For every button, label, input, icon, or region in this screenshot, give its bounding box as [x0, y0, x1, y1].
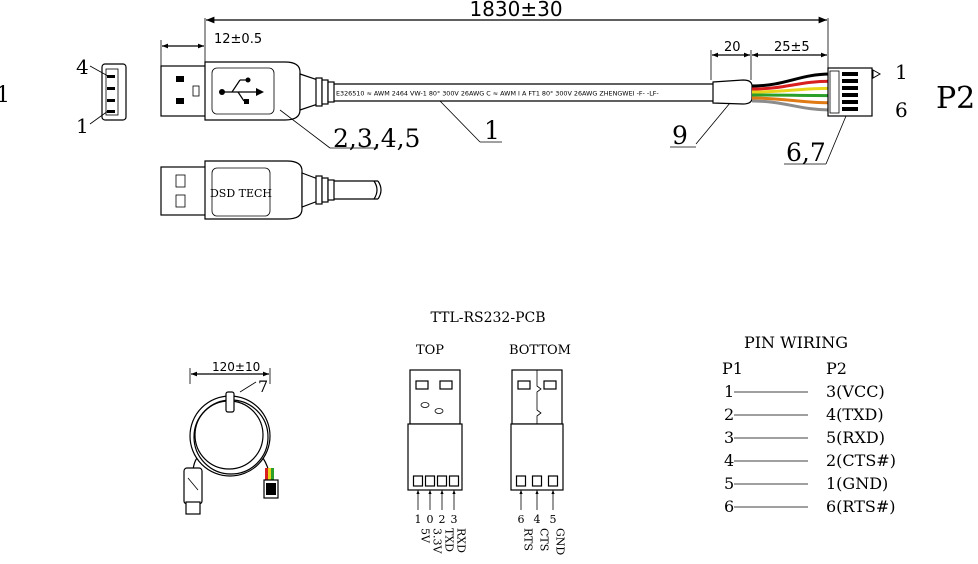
brand-label: DSD TECH — [210, 187, 272, 200]
wiring-p2-pin: 4(TXD) — [826, 405, 884, 424]
cable-coil: 120±10 7 — [183, 360, 279, 515]
p1-end-view: 4 1 — [76, 55, 127, 138]
wiring-p1-pin: 4 — [724, 451, 734, 470]
pcb-bottom-view — [510, 369, 564, 510]
header-pin — [842, 100, 858, 104]
wire-2 — [751, 79, 831, 91]
wiring-row: 3 5(RXD) — [724, 428, 885, 447]
header-pin — [842, 72, 858, 76]
wire-3 — [751, 86, 831, 94]
svg-text:2,3,4,5: 2,3,4,5 — [333, 124, 420, 153]
top-pin-number: 3 — [451, 513, 458, 526]
top-pin-name: TXD — [443, 528, 456, 552]
wiring-p2-pin: 3(VCC) — [826, 382, 885, 401]
top-pad — [412, 475, 424, 487]
top-pin-name: RXD — [455, 528, 468, 553]
wiring-col-p2: P2 — [826, 359, 847, 378]
jacket-print: E326510 ≈ AWM 2464 VW-1 80° 300V 26AWG C… — [336, 90, 659, 98]
callout-plug: 2,3,4,5 — [279, 109, 420, 153]
cable-jacket: E326510 ≈ AWM 2464 VW-1 80° 300V 26AWG C… — [334, 83, 716, 102]
coil-diameter-label: 120±10 — [212, 360, 260, 374]
wiring-p1-pin: 6 — [724, 497, 734, 516]
pcb-top-label: TOP — [416, 343, 444, 358]
header-pin — [842, 107, 858, 111]
top-pad — [436, 475, 448, 487]
wiring-p1-pin: 3 — [724, 428, 734, 447]
wire-4 — [751, 93, 831, 98]
wiring-p1-pin: 5 — [724, 474, 734, 493]
bottom-pad — [515, 475, 527, 487]
top-pin-name: 3.3V — [431, 528, 444, 554]
coil-callout: 7 — [258, 377, 268, 396]
bottom-pin-number: 5 — [550, 513, 557, 526]
bottom-pin-name: GND — [554, 528, 567, 555]
wiring-title: PIN WIRING — [744, 333, 848, 352]
wire-6 — [751, 99, 831, 112]
wiring-p1-pin: 1 — [724, 382, 734, 401]
callout-sleeve: 9 — [670, 102, 731, 150]
wire-bundle — [751, 72, 831, 112]
header-pin — [842, 93, 858, 97]
overall-length-label: 1830±30 — [469, 0, 562, 21]
top-pin-number: 1 — [415, 513, 422, 526]
usb-plug-brand-side: DSD TECH — [160, 160, 382, 220]
svg-text:1: 1 — [484, 116, 500, 145]
svg-text:6,7: 6,7 — [786, 138, 826, 167]
wiring-row: 2 4(TXD) — [724, 405, 884, 424]
wire-5 — [751, 96, 831, 105]
pin-wiring-table: PIN WIRING P1 P2 1 3(VCC) 2 4(TXD) 3 5(RXD) 4 2… — [722, 333, 896, 516]
wiring-p2-pin: 2(CTS#) — [826, 451, 896, 470]
top-pin-name: 5V — [419, 528, 432, 544]
wiring-p2-pin: 6(RTS#) — [826, 497, 895, 516]
wiring-p2-pin: 1(GND) — [826, 474, 888, 493]
wiring-p2-pin: 5(RXD) — [826, 428, 885, 447]
bottom-pin-number: 4 — [534, 513, 541, 526]
callout-jacket: 1 — [439, 100, 502, 145]
bottom-pin-name: RTS — [522, 528, 535, 551]
pcb-bottom-label: BOTTOM — [509, 343, 571, 358]
bottom-pin-number: 6 — [518, 513, 525, 526]
strip-length-label: 20 — [724, 40, 741, 55]
bottom-pin-name: CTS — [538, 528, 551, 551]
cable-end-sleeve: 20 25±5 — [710, 40, 827, 105]
wiring-row: 1 3(VCC) — [724, 382, 885, 401]
top-pad — [424, 475, 436, 487]
bottom-pad — [547, 475, 559, 487]
wiring-p1-pin: 2 — [724, 405, 734, 424]
header-pin — [842, 86, 858, 90]
pcb-title: TTL-RS232-PCB — [431, 310, 546, 326]
wiring-col-p1: P1 — [722, 359, 743, 378]
p2-header-connector: 1 6 P2 — [827, 60, 975, 122]
usb-symbol-icon — [219, 77, 264, 104]
bottom-pad — [531, 475, 543, 487]
p2-pin-bottom: 6 — [895, 98, 908, 122]
pcb-top-view — [407, 369, 463, 510]
p1-pin-bottom: 1 — [76, 114, 89, 138]
p1-label-partial: 1 — [0, 83, 10, 108]
top-pin-number: 2 — [439, 513, 446, 526]
plug-length-label: 12±0.5 — [214, 32, 262, 47]
wiring-row: 4 2(CTS#) — [724, 451, 896, 470]
wire-1 — [751, 72, 831, 88]
svg-text:9: 9 — [672, 121, 688, 150]
usb-a-plug: 12±0.5 — [160, 32, 335, 121]
lead-length-label: 25±5 — [774, 40, 810, 55]
wiring-row: 6 6(RTS#) — [724, 497, 895, 516]
top-pin-number: 0 — [427, 513, 434, 526]
top-pad — [448, 475, 460, 487]
p2-label: P2 — [936, 81, 975, 116]
callout-header: 6,7 — [784, 115, 847, 167]
overall-length-dimension: 1830±30 — [204, 0, 829, 70]
wiring-row: 5 1(GND) — [724, 474, 888, 493]
p1-pin-top: 4 — [76, 55, 89, 79]
p2-pin-top: 1 — [895, 60, 908, 84]
header-pin — [842, 79, 858, 83]
